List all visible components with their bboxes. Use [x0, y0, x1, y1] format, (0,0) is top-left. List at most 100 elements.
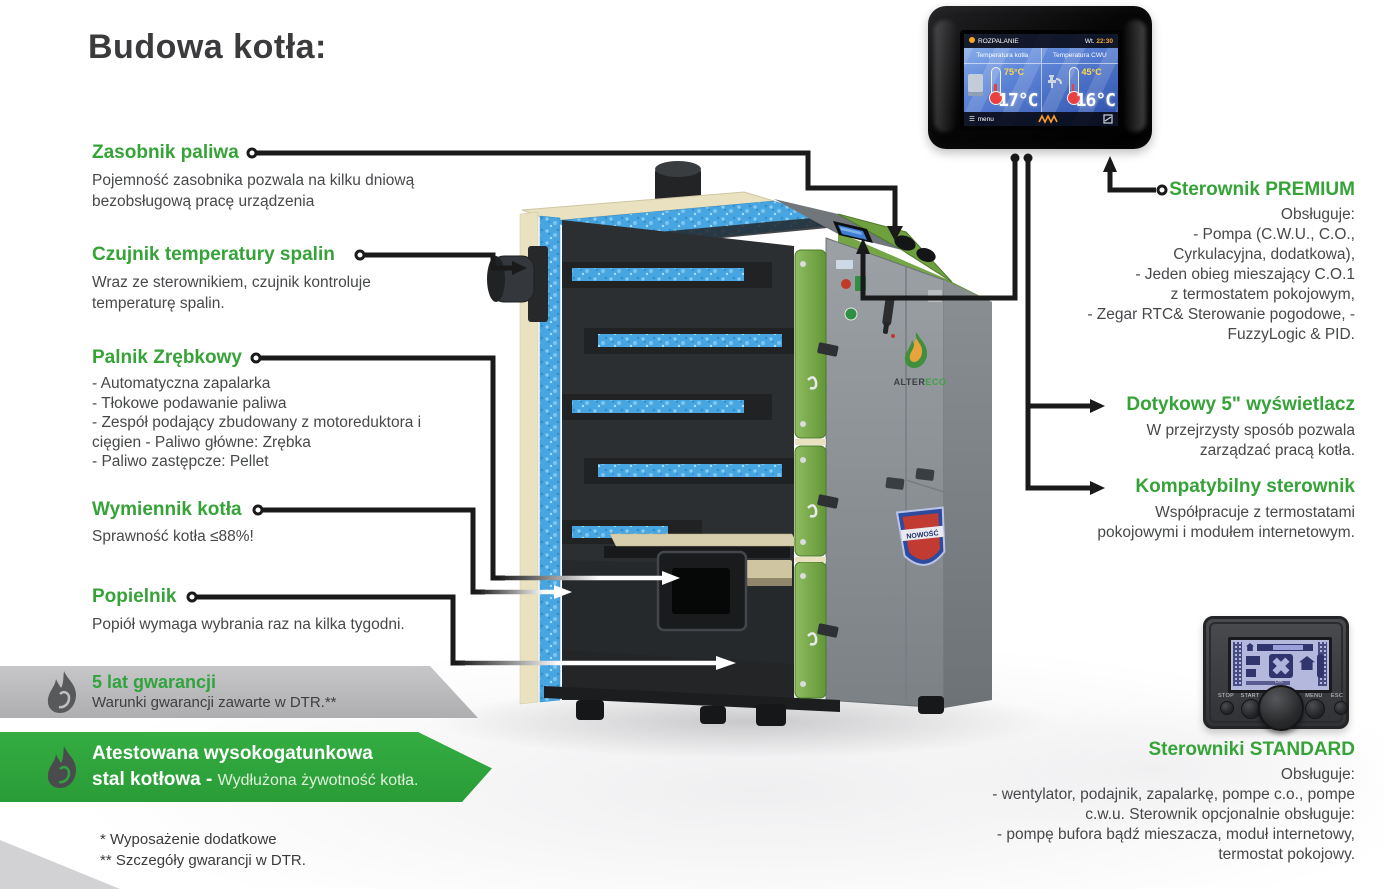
section-line: - pompę bufora bądź mieszacza, moduł int…	[996, 826, 1355, 843]
boiler-icon	[968, 74, 983, 96]
heat-exchanger-plates	[562, 262, 794, 544]
line-zasobnik	[252, 150, 898, 230]
cwu-temp-panel: 45°C 16°C	[1040, 64, 1119, 112]
status-icon	[969, 37, 975, 43]
connector-dots	[186, 147, 1168, 603]
lcd-icon	[1246, 669, 1256, 677]
boiler-foot	[576, 700, 604, 720]
footnote-1: * Wyposażenie dodatkowe	[100, 831, 277, 848]
esc-button	[1334, 701, 1348, 715]
label-wymiennik-kotla: Wymiennik kotła Sprawność kotła ≤88%!	[92, 499, 254, 547]
label-sterownik-premium: Sterownik PREMIUM Obsługuje: - Pompa (C.…	[1087, 179, 1355, 345]
steel-banner-bold: stal kotłowa -	[92, 768, 218, 790]
line-wymiennik	[258, 507, 485, 595]
logo-text-eco: ECO	[925, 377, 946, 387]
display-menubar: ☰ menu	[964, 112, 1118, 126]
section-line: Obsługuje:	[1280, 206, 1355, 223]
display-statusbar: ROZPALANIE Wt. 22:30	[964, 34, 1118, 48]
lcd-screen	[1228, 637, 1332, 693]
section-line: FuzzyLogic & PID.	[1227, 326, 1356, 343]
warranty-banner: 5 lat gwarancji Warunki gwarancji zawart…	[0, 666, 478, 718]
display-column-headers: Temperatura kotła Temperatura CWU	[964, 48, 1118, 64]
section-heading: Wymiennik kotła	[92, 499, 242, 520]
section-line: Popiół wymaga wybrania raz na kilka tygo…	[92, 616, 405, 633]
lid-knob	[916, 247, 936, 263]
sticker	[836, 260, 853, 269]
warranty-title: 5 lat gwarancji	[92, 671, 217, 692]
section-heading: Sterowniki STANDARD	[1148, 739, 1355, 760]
section-line: Pojemność zasobnika pozwala na kilku dni…	[92, 172, 415, 189]
line-czujnik	[360, 252, 514, 271]
label-popielnik: Popielnik Popiół wymaga wybrania raz na …	[92, 586, 405, 635]
heater-coil-icon	[1038, 114, 1059, 124]
section-line: Wraz ze sterownikiem, czujnik kontroluje	[92, 274, 371, 291]
lcd-pixel-column	[1233, 642, 1242, 686]
section-line: zarządzać pracą kotła.	[1199, 442, 1355, 459]
section-line: z termostatem pokojowym,	[1170, 286, 1355, 303]
line-right-main	[1025, 158, 1092, 491]
brand-logo: ALTERECO	[894, 332, 947, 387]
section-heading: Sterownik PREMIUM	[1169, 179, 1355, 200]
line-display-link	[860, 158, 1018, 301]
boiler-foot	[918, 696, 944, 714]
lcd-fuel-gauge	[1317, 654, 1324, 678]
door-key	[882, 296, 895, 334]
line-premium	[1107, 166, 1156, 193]
section-heading: Kompatybilny sterownik	[1135, 476, 1355, 497]
door-hook	[807, 632, 818, 646]
esc-button-label: ESC	[1330, 693, 1344, 699]
cwu-current-temp: 16°C	[1075, 90, 1116, 111]
label-czujnik-spalin: Czujnik temperatury spalin Wraz ze stero…	[92, 244, 371, 314]
label-palnik-zrebkowy: Palnik Zrębkowy - Automatyczna zapalarka…	[92, 347, 421, 472]
boiler-current-temp: 17°C	[998, 90, 1038, 111]
boiler-temp-header: Temperatura kotła	[976, 52, 1029, 59]
warranty-subtitle: Warunki gwarancji zawarte w DTR.**	[92, 693, 337, 711]
section-heading: Dotykowy 5" wyświetlacz	[1126, 394, 1355, 415]
boiler-temp-panel: 75°C 17°C	[964, 64, 1041, 112]
cwu-set-temp: 45°C	[1081, 67, 1102, 77]
side-panel	[944, 280, 992, 708]
stop-button	[1220, 701, 1234, 715]
vent-slot	[915, 468, 935, 481]
boiler-foot	[756, 704, 786, 726]
lcd-titlebar-highlight	[1273, 645, 1303, 650]
lcd-house-icon	[1246, 643, 1254, 651]
footnotes: * Wyposażenie dodatkowe ** Szczegóły gwa…	[100, 829, 306, 871]
logo-text-alter: ALTER	[894, 377, 926, 387]
interior-arrows	[458, 571, 736, 670]
gloss-highlight	[934, 20, 956, 132]
ok-label: OK	[1274, 679, 1284, 685]
section-line: - Zegar RTC& Sterowanie pogodowe, -	[1087, 306, 1355, 323]
section-line: - Zespół podający zbudowany z motoredukt…	[92, 414, 422, 431]
lcd-house-icon	[1299, 656, 1315, 670]
section-line: - Jeden obieg mieszający C.O.1	[1135, 266, 1355, 283]
section-line: - Tłokowe podawanie paliwa	[92, 394, 287, 412]
door-hook	[807, 376, 818, 390]
section-heading: Popielnik	[92, 586, 177, 607]
sticker-red	[841, 279, 851, 289]
lcd-bottom-row	[1246, 681, 1290, 685]
water-jacket-wall	[539, 215, 561, 703]
thermometer-icon	[1066, 67, 1081, 105]
section-line: - Automatyczna zapalarka	[92, 375, 271, 392]
flame-icon	[46, 745, 80, 789]
steel-banner-line2: stal kotłowa - Wydłużona żywotność kotła…	[92, 767, 418, 794]
label-kompatybilny-sterownik: Kompatybilny sterownik Współpracuje z te…	[1097, 476, 1355, 543]
steel-banner: Atestowana wysokogatunkowa stal kotłowa …	[0, 732, 492, 802]
faucet-icon	[1047, 75, 1062, 88]
premium-controller-device: ROZPALANIE Wt. 22:30 Temperatura kotła T…	[928, 6, 1152, 149]
connector-arrowheads	[512, 156, 1117, 495]
thermometer-icon	[989, 67, 1003, 105]
lcd-icon	[1246, 656, 1260, 665]
svg-text:ALTERECO: ALTERECO	[894, 377, 947, 387]
label-dotykowy-wyswietlacz: Dotykowy 5" wyświetlacz W przejrzysty sp…	[1126, 394, 1355, 461]
start-button-label: START	[1240, 693, 1260, 699]
section-line: Cyrkulacyjna, dodatkowa),	[1173, 246, 1355, 263]
section-line: - Paliwo zastępcze: Pellet	[92, 453, 269, 470]
boiler-illustration: ALTERECO NOWOŚĆ	[487, 161, 992, 726]
flue-outlet	[487, 246, 548, 322]
section-line: pokojowymi i modułem internetowym.	[1097, 524, 1355, 541]
menu-button	[1305, 699, 1325, 719]
stop-button-label: STOP	[1217, 693, 1235, 699]
